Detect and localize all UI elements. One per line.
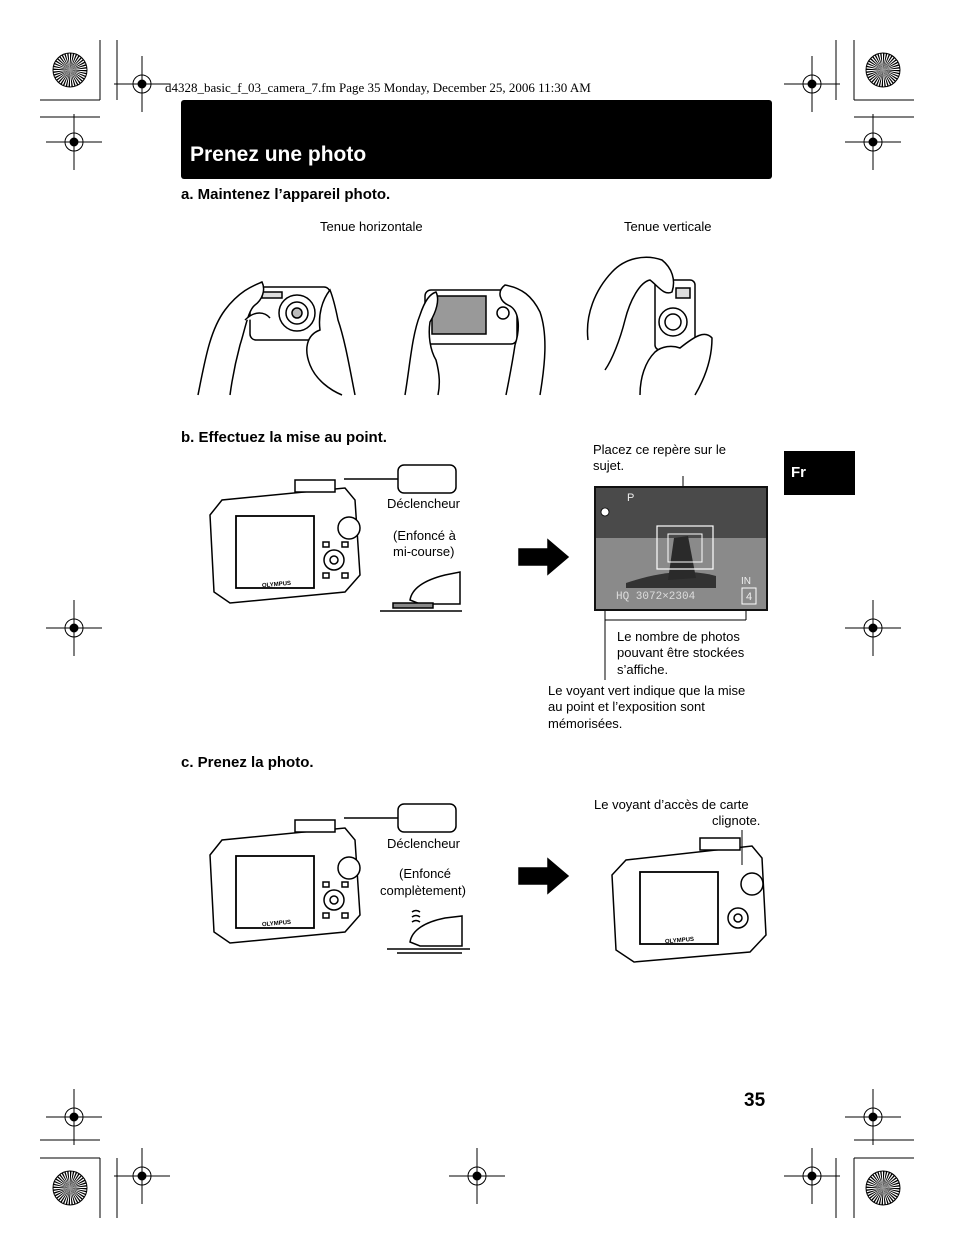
registration-crosshair-icon — [114, 1148, 170, 1204]
registration-crosshair-icon — [449, 1148, 505, 1204]
label-vertical: Tenue verticale — [624, 219, 712, 234]
registration-crosshair-icon — [46, 114, 102, 170]
registration-starburst-icon — [52, 1170, 88, 1206]
registration-crosshair-icon — [845, 600, 901, 656]
right-arrow-icon — [518, 538, 570, 576]
camera-front-horizontal-illustration — [197, 281, 356, 396]
shutter-label-c: Déclencheur — [387, 836, 460, 851]
callout-green-line1: Le voyant vert indique que la mise — [548, 683, 746, 698]
camera-back-illustration-c — [209, 819, 361, 944]
callout-card-line2: clignote. — [712, 813, 761, 828]
press-half-line1: (Enfoncé à — [393, 528, 456, 543]
callout-green-line2: au point et l’exposition sont — [548, 699, 705, 714]
lcd-memory: IN — [741, 576, 751, 587]
press-full-line1: (Enfoncé — [399, 866, 452, 881]
registration-crosshair-icon — [46, 600, 102, 656]
camera-back-illustration-b — [209, 479, 361, 604]
shutter-label-b: Déclencheur — [387, 496, 460, 511]
green-lamp-icon — [600, 507, 610, 517]
lcd-count: 4 — [746, 591, 753, 603]
right-arrow-icon-c — [518, 857, 570, 895]
language-tab: Fr — [784, 451, 855, 495]
callout-target-line1: Placez ce repère sur le — [593, 442, 726, 457]
press-full-line2: complètement) — [380, 883, 466, 898]
registration-crosshair-icon — [784, 56, 840, 112]
section-c-heading: c. Prenez la photo. — [181, 754, 314, 771]
registration-starburst-icon — [865, 1170, 901, 1206]
shutter-button-icon-c — [397, 803, 457, 833]
registration-crosshair-icon — [845, 1089, 901, 1145]
camera-vertical-illustration — [586, 256, 713, 396]
section-a-heading: a. Maintenez l’appareil photo. — [181, 186, 391, 203]
finger-full-press-illustration — [387, 909, 470, 954]
registration-crosshair-icon — [46, 1089, 102, 1145]
page-title: Prenez une photo — [190, 143, 367, 166]
callout-count-line1: Le nombre de photos — [617, 629, 740, 644]
finger-half-press-illustration — [380, 571, 462, 612]
registration-starburst-icon — [52, 52, 88, 88]
label-horizontal: Tenue horizontale — [320, 219, 423, 234]
page-number: 35 — [744, 1090, 766, 1111]
press-half-line2: mi-course) — [393, 544, 455, 559]
registration-crosshair-icon — [784, 1148, 840, 1204]
lcd-screen: P IN HQ 3072×2304 4 — [594, 486, 768, 611]
camera-back-horizontal-illustration — [404, 284, 546, 396]
callout-count-line2: pouvant être stockées — [617, 645, 745, 660]
callout-green-line3: mémorisées. — [548, 716, 623, 731]
section-b-heading: b. Effectuez la mise au point. — [181, 429, 387, 446]
camera-back-illustration-card — [611, 837, 767, 963]
registration-starburst-icon — [865, 52, 901, 88]
callout-target-line2: sujet. — [593, 458, 625, 473]
title-bar — [181, 100, 772, 179]
registration-crosshair-icon — [845, 114, 901, 170]
callout-card-line1: Le voyant d’accès de carte — [594, 797, 749, 812]
registration-crosshair-icon — [114, 56, 170, 112]
lcd-status: HQ 3072×2304 — [616, 591, 696, 603]
lcd-mode: P — [627, 492, 635, 504]
callout-count-line3: s’affiche. — [617, 662, 669, 677]
lcd-scene — [596, 488, 766, 609]
file-header-line: d4328_basic_f_03_camera_7.fm Page 35 Mon… — [165, 80, 591, 95]
